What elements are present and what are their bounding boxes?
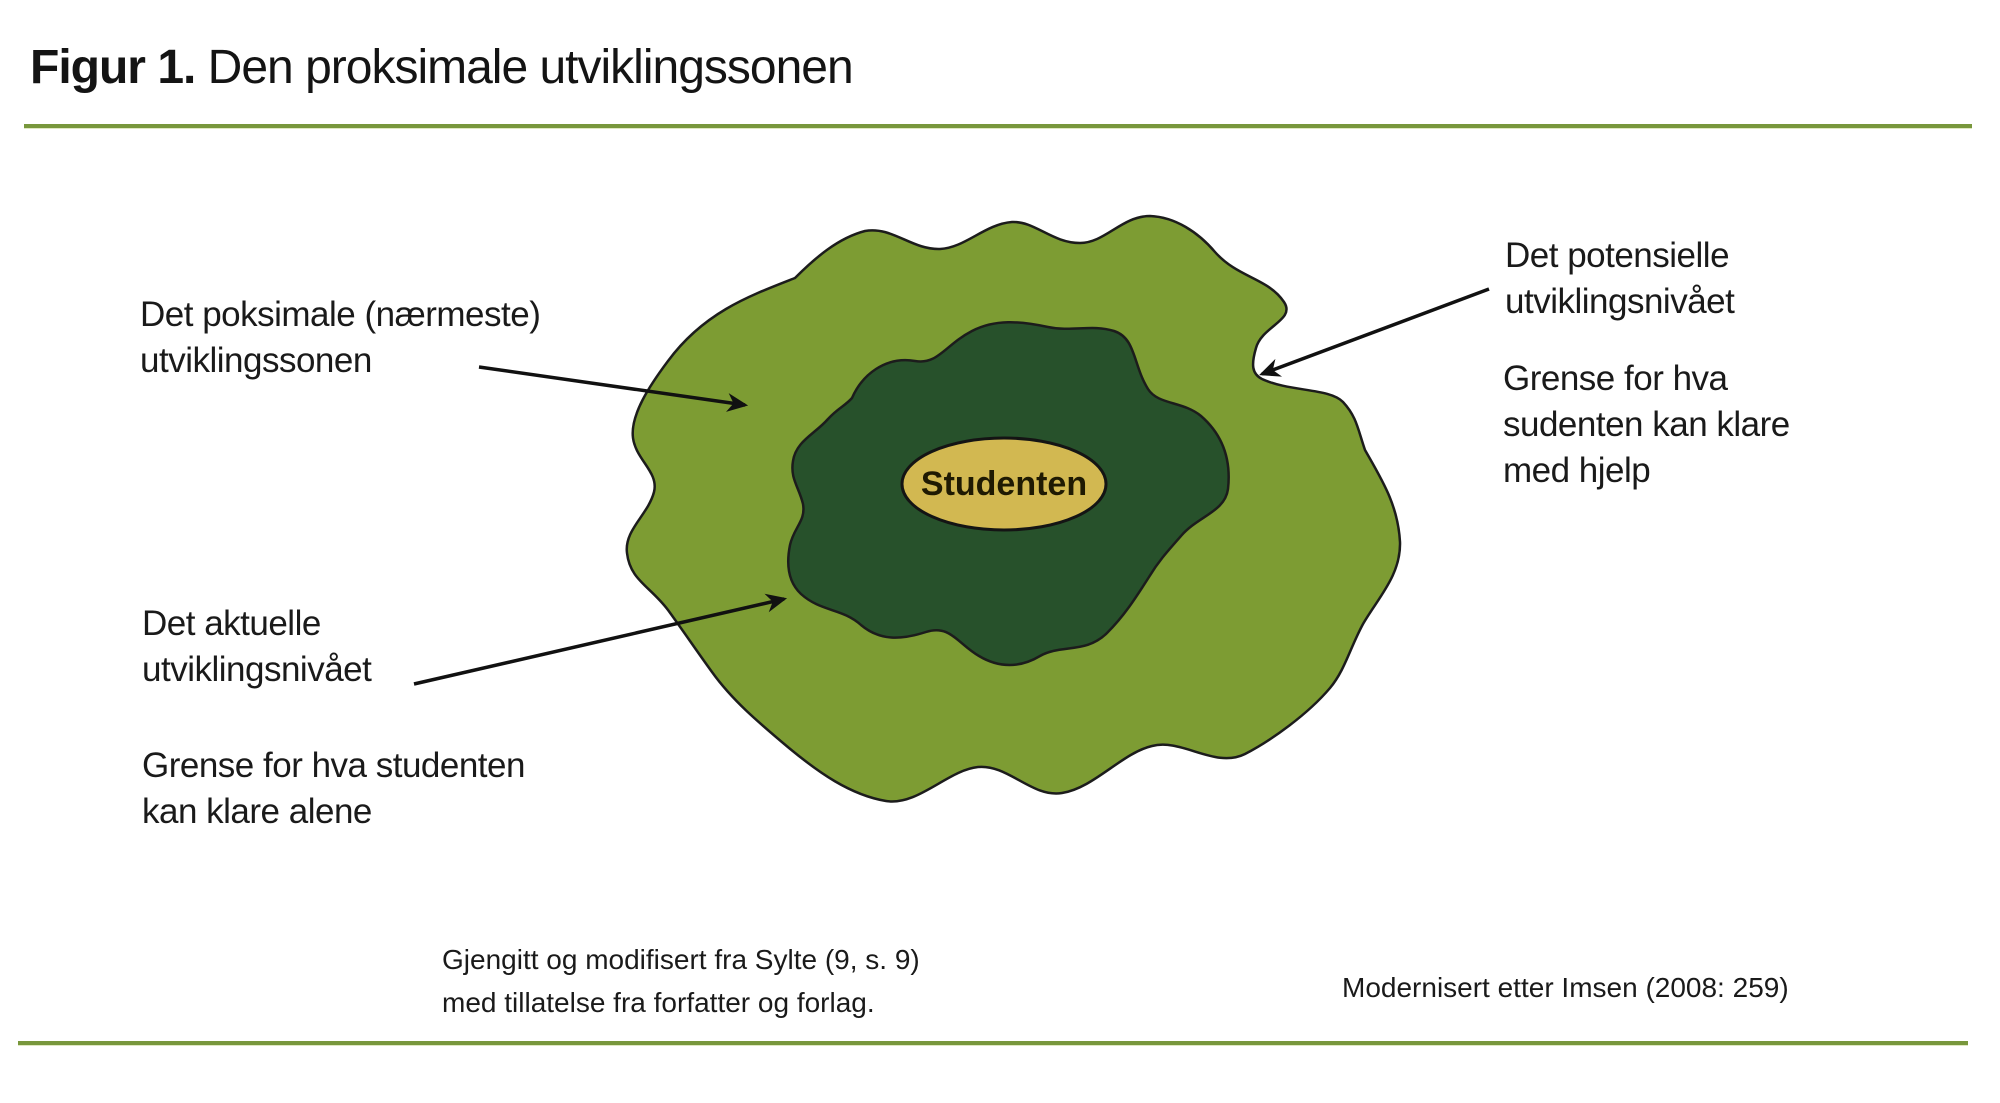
caption-source-right: Modernisert etter Imsen (2008: 259) xyxy=(1342,972,1789,1003)
bottom-divider-rule xyxy=(18,1041,1968,1046)
caption-source-left: Gjengitt og modifisert fra Sylte (9, s. … xyxy=(442,938,920,1024)
top-divider-rule xyxy=(24,124,1972,129)
arrow-actual-level xyxy=(413,593,788,686)
label-potential-level-line1: Det potensielle xyxy=(1505,236,1730,275)
arrow-potential-level xyxy=(1259,287,1490,377)
label-actual-level-line2: utviklingsnivået xyxy=(142,650,372,689)
label-actual-level: Det aktuelle utviklingsnivået xyxy=(142,601,372,693)
label-proximal-zone: Det poksimale (nærmeste) utviklingssonen xyxy=(140,292,541,384)
label-proximal-zone-line1: Det poksimale (nærmeste) xyxy=(140,295,541,334)
label-actual-boundary-line1: Grense for hva studenten xyxy=(142,746,525,785)
label-actual-boundary-line2: kan klare alene xyxy=(142,792,372,831)
label-proximal-zone-line2: utviklingssonen xyxy=(140,341,372,380)
label-potential-boundary-line1: Grense for hva xyxy=(1503,359,1728,398)
label-actual-boundary: Grense for hva studenten kan klare alene xyxy=(142,743,525,835)
figure-title-text: Den proksimale utviklingssonen xyxy=(195,41,854,94)
student-ellipse xyxy=(900,436,1108,532)
caption-source-left-line1: Gjengitt og modifisert fra Sylte (9, s. … xyxy=(442,944,920,975)
figure-title-number: Figur 1. xyxy=(30,41,196,94)
label-potential-boundary: Grense for hva sudenten kan klare med hj… xyxy=(1503,356,1790,494)
student-label: Studenten xyxy=(920,465,1088,503)
label-potential-boundary-line2: sudenten kan klare xyxy=(1503,405,1790,444)
label-potential-level: Det potensielle utviklingsnivået xyxy=(1505,233,1735,325)
label-actual-level-line1: Det aktuelle xyxy=(142,604,321,643)
figure-title: Figur 1. Den proksimale utviklingssonen xyxy=(30,38,854,98)
arrow-proximal-zone xyxy=(478,365,749,412)
caption-source-left-line2: med tillatelse fra forfatter og forlag. xyxy=(442,987,875,1018)
label-potential-level-line2: utviklingsnivået xyxy=(1505,282,1735,321)
label-potential-boundary-line3: med hjelp xyxy=(1503,451,1651,490)
